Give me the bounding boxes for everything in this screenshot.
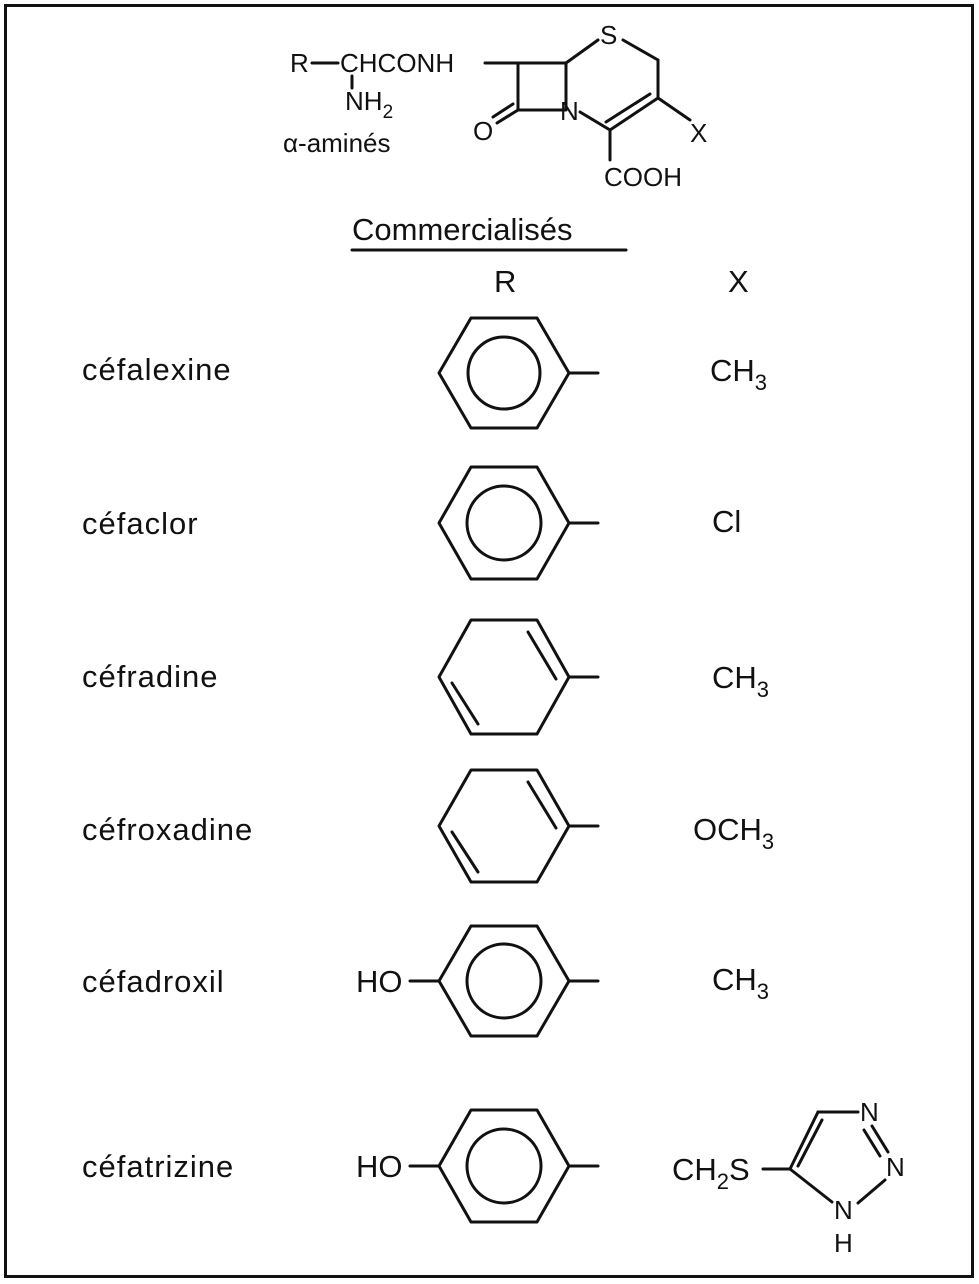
x-substituent: CH3 [712, 660, 769, 702]
drug-name: céfaclor [82, 506, 199, 541]
core-nitrogen: N [560, 96, 579, 126]
row-cefaclor: céfaclor Cl [82, 465, 741, 581]
x-substituent: CH3 [712, 962, 769, 1004]
carbonyl-bond-2 [491, 102, 515, 119]
phenyl-ring [437, 316, 571, 430]
hydroxyl-group: HO [356, 1149, 403, 1184]
ring-bond-1 [564, 38, 600, 65]
row-cefroxadine: céfroxadine OCH3 [82, 768, 774, 884]
drug-name: céfadroxil [82, 964, 225, 999]
ring-double-bond-1 [526, 780, 558, 830]
aromatic-circle [466, 335, 542, 411]
figure-frame [4, 4, 974, 1278]
core-sulfur: S [600, 20, 617, 50]
triazole-n2: N [886, 1152, 905, 1182]
triazole-double-bond-2 [862, 1128, 882, 1158]
row-cefalexine: céfalexine CH3 [82, 316, 767, 430]
cyclohexadiene-ring [437, 768, 571, 884]
triazole-double-bond [796, 1118, 824, 1168]
x-substituent: CH2S [672, 1152, 750, 1194]
aromatic-circle [465, 484, 543, 562]
ring-double-bond [604, 92, 652, 124]
ring-bond-5 [578, 110, 612, 132]
drug-name: céfatrizine [82, 1149, 234, 1184]
core-x: X [690, 118, 707, 148]
x-substituent: OCH3 [693, 812, 774, 854]
phenyl-ring [437, 465, 571, 581]
core-carboxyl: COOH [604, 162, 682, 192]
aromatic-circle [465, 942, 543, 1020]
x-substituent: CH3 [710, 353, 767, 395]
column-header-r: R [494, 264, 516, 299]
core-structure: R CHCONH NH2 α-aminés O S N X COOH [283, 20, 707, 192]
triazole-bond-4 [856, 1178, 887, 1205]
x-substituent: Cl [712, 504, 741, 539]
x-bond [656, 96, 692, 122]
row-cefadroxil: céfadroxil HO CH3 [82, 924, 769, 1038]
core-r-label: R [290, 48, 309, 78]
triazole-bond-1 [788, 1110, 820, 1171]
column-header-x: X [728, 264, 749, 299]
triazole-bond-5 [788, 1167, 834, 1204]
aromatic-circle [465, 1127, 543, 1205]
ring-double-bond-2 [450, 681, 480, 726]
cyclohexadiene-ring [437, 618, 571, 736]
ring-double-bond-2 [450, 830, 480, 874]
row-cefradine: céfradine CH3 [82, 618, 769, 736]
core-alpha-label: α-aminés [283, 128, 391, 158]
triazole-n3: N [834, 1195, 853, 1225]
ring-bond-4 [608, 96, 660, 132]
triazole-bond-3 [870, 1124, 890, 1154]
core-oxygen: O [473, 116, 493, 146]
drug-name: céfradine [82, 659, 219, 694]
hydroxyl-group: HO [356, 964, 403, 999]
row-cefatrizine: céfatrizine HO CH2S N N N H [82, 1097, 905, 1258]
section-title: Commercialisés [352, 212, 572, 247]
drug-name: céfroxadine [82, 812, 253, 847]
beta-lactam-ring [516, 61, 568, 112]
drug-name: céfalexine [82, 352, 232, 387]
core-side-chain: CHCONH [340, 48, 454, 78]
ring-bond-2 [621, 38, 660, 62]
triazole-n1: N [860, 1097, 879, 1127]
carbonyl-bond [495, 108, 520, 125]
phenyl-ring [437, 1108, 571, 1224]
ring-double-bond-1 [526, 630, 558, 681]
triazole-h: H [834, 1228, 853, 1258]
core-amine: NH2 [345, 86, 393, 123]
triazole-ring: N N N H [761, 1097, 905, 1258]
